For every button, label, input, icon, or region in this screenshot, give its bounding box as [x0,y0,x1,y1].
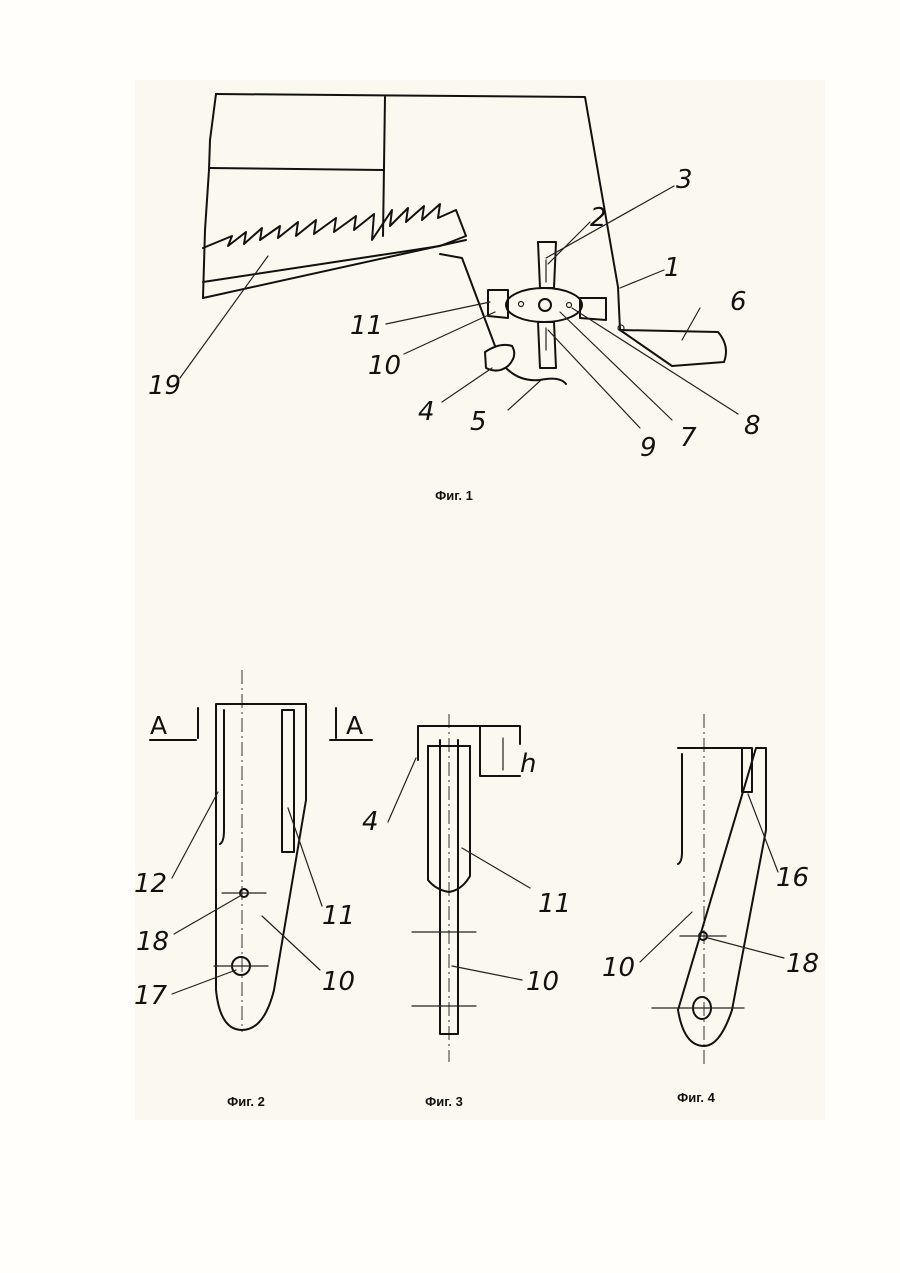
section-label-left: A [150,711,167,740]
arm-top [538,242,556,288]
leader-5 [508,381,540,410]
label-5: 5 [470,407,487,437]
leader-4 [442,368,492,402]
groove-12-fig2 [220,710,224,844]
platform-6 [620,330,726,366]
plate-10-outline-fig2 [216,704,306,1030]
caption-fig-1: Фиг. 1 [435,488,473,503]
leader-18-fig2 [174,896,240,934]
saw-teeth [203,204,466,282]
label-19: 19 [148,371,181,401]
leader-16-fig4 [748,794,778,872]
figure-2: A A 12 11 18 10 17 Фиг. 2 [134,670,372,1109]
label-10-fig3: 10 [526,967,559,997]
label-4-fig3: 4 [362,807,379,837]
rotor-hub [539,299,551,311]
leader-3 [546,186,674,258]
label-18-fig2: 18 [136,927,169,957]
arm-bottom [538,322,556,368]
rotor-disc [506,288,582,322]
figure-3: 4 h 11 10 Фиг. 3 [362,714,571,1109]
label-3: 3 [676,165,693,195]
caption-fig-3: Фиг. 3 [425,1094,463,1109]
caption-fig-2: Фиг. 2 [227,1094,265,1109]
housing-left-edge [203,94,216,298]
spring-5 [506,368,566,384]
leader-11-fig2 [288,808,322,906]
leader-19 [180,256,268,378]
leader-1 [620,270,664,288]
label-11-fig2: 11 [322,901,355,931]
leader-11 [386,302,490,324]
leader-10-fig4 [640,912,692,962]
leader-7 [560,312,672,420]
label-2: 2 [590,203,607,233]
leader-10-fig3 [452,966,522,980]
figure-1: 19 11 10 4 5 9 7 8 1 2 3 6 Фиг. 1 [148,94,761,503]
label-18-fig4: 18 [786,949,819,979]
leader-17-fig2 [172,970,236,994]
cam-4 [485,345,514,371]
label-8: 8 [744,411,761,441]
rotor-hole-left [519,302,524,307]
leader-4-fig3 [388,758,416,822]
label-1: 1 [664,253,681,283]
label-9: 9 [640,433,657,463]
caption-fig-4: Фиг. 4 [677,1090,715,1105]
leader-10 [404,312,495,354]
housing-shelf [210,168,383,170]
section-label-right: A [346,711,363,740]
slot-11-fig2 [282,710,294,852]
label-10: 10 [368,351,401,381]
label-11: 11 [350,311,383,341]
label-17-fig2: 17 [134,981,168,1011]
label-11-fig3: 11 [538,889,571,919]
figure-4: 16 10 18 Фиг. 4 [602,714,819,1105]
label-h-fig3: h [520,749,536,779]
rotor-hole-right [567,303,572,308]
leader-11-fig3 [462,848,530,888]
leader-10-fig2 [262,916,320,970]
label-10-fig4: 10 [602,953,635,983]
leader-8 [572,308,738,414]
label-6: 6 [730,287,747,317]
block-h-fig3 [480,726,520,776]
plate-10-outline-fig4 [678,748,766,1046]
leader-12-fig2 [172,792,218,878]
arm-right [580,298,606,320]
label-16-fig4: 16 [776,863,809,893]
saw-base [203,240,466,298]
label-12-fig2: 12 [134,869,167,899]
groove-fig4 [678,754,682,864]
housing-divider [383,97,385,236]
lever-rod [440,254,495,346]
label-4: 4 [418,397,435,427]
label-10-fig2: 10 [322,967,355,997]
leader-6 [682,308,700,340]
label-7: 7 [680,423,697,453]
